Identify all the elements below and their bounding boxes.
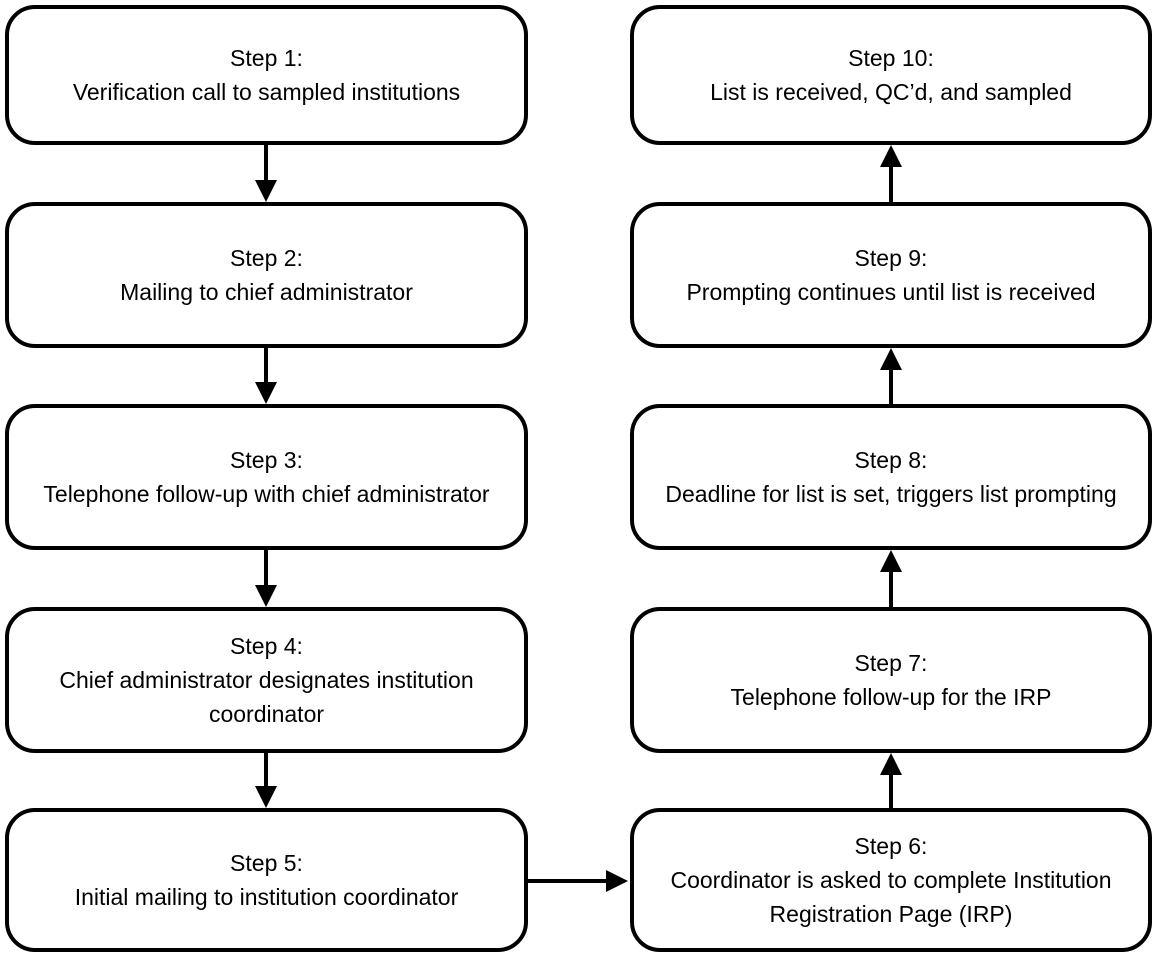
arrow-step-4-to-step-5-shaft bbox=[264, 753, 268, 787]
flow-node-step-7-label: Step 7: Telephone follow-up for the IRP bbox=[730, 650, 1052, 710]
flow-node-step-9[interactable]: Step 9: Prompting continues until list i… bbox=[630, 202, 1152, 348]
flow-node-step-7[interactable]: Step 7: Telephone follow-up for the IRP bbox=[630, 607, 1152, 753]
arrow-step-2-to-step-3-head bbox=[255, 382, 277, 404]
flow-node-step-8[interactable]: Step 8: Deadline for list is set, trigge… bbox=[630, 404, 1152, 550]
flow-node-step-5-label: Step 5: Initial mailing to institution c… bbox=[74, 850, 459, 910]
arrow-step-9-to-step-10-head bbox=[880, 145, 902, 167]
flow-node-step-1[interactable]: Step 1: Verification call to sampled ins… bbox=[5, 5, 528, 145]
arrow-step-4-to-step-5-head bbox=[255, 786, 277, 808]
flow-node-step-8-label: Step 8: Deadline for list is set, trigge… bbox=[665, 447, 1117, 507]
flow-node-step-4[interactable]: Step 4: Chief administrator designates i… bbox=[5, 607, 528, 753]
flow-node-step-9-label: Step 9: Prompting continues until list i… bbox=[686, 245, 1096, 305]
arrow-step-5-to-step-6-head bbox=[606, 870, 628, 892]
arrow-step-3-to-step-4-shaft bbox=[264, 550, 268, 586]
arrow-step-2-to-step-3-shaft bbox=[264, 348, 268, 383]
flow-node-step-3-label: Step 3: Telephone follow-up with chief a… bbox=[43, 447, 490, 507]
arrow-step-1-to-step-2-head bbox=[255, 180, 277, 202]
flow-node-step-1-label: Step 1: Verification call to sampled ins… bbox=[72, 45, 461, 105]
arrow-step-6-to-step-7-shaft bbox=[889, 775, 893, 808]
arrow-step-6-to-step-7-head bbox=[880, 753, 902, 775]
flow-node-step-5[interactable]: Step 5: Initial mailing to institution c… bbox=[5, 808, 528, 952]
arrow-step-7-to-step-8-shaft bbox=[889, 572, 893, 607]
flow-node-step-10[interactable]: Step 10: List is received, QC’d, and sam… bbox=[630, 5, 1152, 145]
flow-node-step-10-label: Step 10: List is received, QC’d, and sam… bbox=[710, 45, 1072, 105]
arrow-step-1-to-step-2-shaft bbox=[264, 145, 268, 181]
flow-node-step-6-label: Step 6: Coordinator is asked to complete… bbox=[670, 833, 1112, 927]
arrow-step-7-to-step-8-head bbox=[880, 550, 902, 572]
arrow-step-8-to-step-9-head bbox=[880, 348, 902, 370]
arrow-step-8-to-step-9-shaft bbox=[889, 370, 893, 404]
flow-node-step-2[interactable]: Step 2: Mailing to chief administrator bbox=[5, 202, 528, 348]
arrow-step-3-to-step-4-head bbox=[255, 585, 277, 607]
arrow-step-9-to-step-10-shaft bbox=[889, 167, 893, 202]
flow-node-step-2-label: Step 2: Mailing to chief administrator bbox=[120, 245, 413, 305]
flow-node-step-6[interactable]: Step 6: Coordinator is asked to complete… bbox=[630, 808, 1152, 952]
flow-node-step-3[interactable]: Step 3: Telephone follow-up with chief a… bbox=[5, 404, 528, 550]
arrow-step-5-to-step-6-shaft bbox=[528, 879, 608, 883]
flow-node-step-4-label: Step 4: Chief administrator designates i… bbox=[59, 633, 474, 727]
